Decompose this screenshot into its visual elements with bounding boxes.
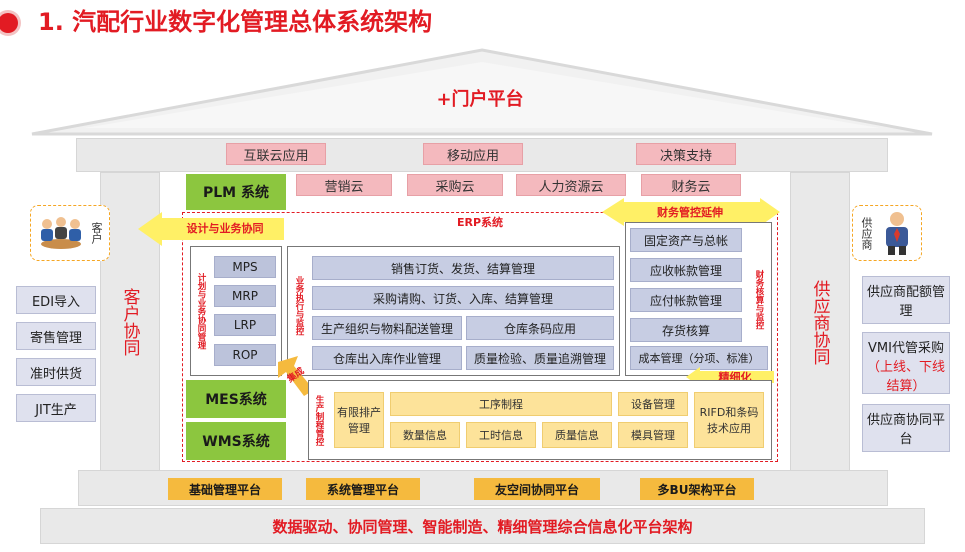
erp-warehouse: 仓库出入库作业管理 (312, 346, 462, 370)
platform-collab: 友空间协同平台 (474, 478, 600, 500)
footer-bar (40, 508, 925, 544)
roof (31, 48, 933, 136)
erp-barcode: 仓库条码应用 (466, 316, 614, 340)
integration-arrow (278, 356, 314, 396)
customer-item-jit-supply: 准时供货 (16, 358, 96, 386)
mes-system: MES系统 (186, 380, 286, 418)
biz-label: 业务执行与监控 (294, 276, 304, 336)
prod-process: 工序制程 (390, 392, 612, 416)
platform-multi-bu: 多BU架构平台 (640, 478, 754, 500)
fin-label: 财务核算与监控 (754, 270, 764, 330)
erp-production-org: 生产组织与物料配送管理 (312, 316, 462, 340)
portal-platform: +门户平台 (436, 89, 524, 110)
erp-label: ERP系统 (456, 216, 504, 229)
top-item-internet-cloud: 互联云应用 (226, 143, 326, 165)
platform-basic: 基础管理平台 (168, 478, 282, 500)
erp-quality: 质量检验、质量追溯管理 (466, 346, 614, 370)
title-bullet-icon (0, 8, 30, 38)
prod-quality: 质量信息 (542, 422, 612, 448)
plm-system: PLM 系统 (186, 174, 286, 210)
finance-ext-arrow (602, 198, 780, 226)
fin-item-receivable: 应收帐款管理 (630, 258, 742, 282)
customer-item-edi: EDI导入 (16, 286, 96, 314)
erp-purchase: 采购请购、订货、入库、结算管理 (312, 286, 614, 310)
customer-icon-label: 客户 (90, 222, 103, 244)
page-title: 1. 汽配行业数字化管理总体系统架构 (38, 8, 433, 36)
supplier-icon-label: 供应商 (860, 216, 873, 250)
fin-item-assets: 固定资产与总帐 (630, 228, 742, 252)
erp-region (182, 212, 778, 462)
platform-system: 系统管理平台 (306, 478, 420, 500)
top-item-mobile: 移动应用 (423, 143, 523, 165)
customer-item-jit-production: JIT生产 (16, 394, 96, 422)
supplier-item-quota: 供应商配额管理 (862, 276, 950, 324)
plan-item-lrp: LRP (214, 314, 276, 336)
plan-item-mrp: MRP (214, 285, 276, 307)
supplier-item-vmi: VMI代管采购 （上线、下线结算） (862, 332, 950, 394)
supplier-item-collab-platform: 供应商协同平台 (862, 404, 950, 452)
cloud-purchase: 采购云 (407, 174, 503, 196)
wms-system: WMS系统 (186, 422, 286, 460)
cloud-finance: 财务云 (641, 174, 741, 196)
design-collab-label: 设计与业务协同 (186, 222, 264, 235)
plan-item-mps: MPS (214, 256, 276, 278)
prod-label: 生产制程管控 (314, 394, 324, 446)
right-pillar (790, 172, 850, 472)
prod-time: 工时信息 (466, 422, 536, 448)
prod-equipment: 设备管理 (618, 392, 688, 416)
erp-sales: 销售订货、发货、结算管理 (312, 256, 614, 280)
fin-item-inventory: 存货核算 (630, 318, 742, 342)
prod-rfid: RIFD和条码技术应用 (694, 392, 764, 448)
top-item-decision: 决策支持 (636, 143, 736, 165)
design-collab-arrow (138, 212, 284, 246)
supplier-collab-pillar: 供应商协同 (809, 279, 830, 365)
prod-mold: 模具管理 (618, 422, 688, 448)
cloud-marketing: 营销云 (296, 174, 392, 196)
businessman-icon (878, 210, 916, 256)
plan-label: 计划与业务协同管理 (196, 272, 206, 350)
plan-item-rop: ROP (214, 344, 276, 366)
finance-ext-label: 财务管控延伸 (657, 206, 723, 219)
customer-item-consign: 寄售管理 (16, 322, 96, 350)
supplier-vmi-settlement: （上线、下线结算） (867, 360, 946, 394)
supplier-vmi-label: VMI代管采购 (868, 341, 944, 356)
cloud-hr: 人力资源云 (516, 174, 626, 196)
fin-item-payable: 应付帐款管理 (630, 288, 742, 312)
prod-count: 数量信息 (390, 422, 460, 448)
people-meeting-icon (36, 214, 86, 252)
prod-limited: 有限排产管理 (334, 392, 384, 448)
footer-text: 数据驱动、协同管理、智能制造、精细管理综合信息化平台架构 (272, 517, 693, 536)
customer-collab-pillar: 客户协同 (119, 288, 140, 356)
